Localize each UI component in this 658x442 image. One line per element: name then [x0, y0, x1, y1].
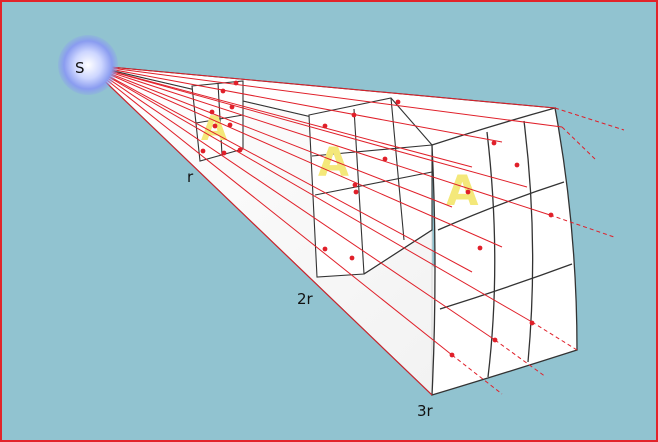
surface-at-3r: A — [431, 107, 578, 396]
light-ray-continuations — [451, 107, 625, 395]
surface-at-r: A — [191, 80, 244, 162]
surface-at-2r: A — [308, 97, 433, 278]
light-source-glow — [58, 35, 118, 95]
distance-label-2r: 2r — [297, 290, 314, 308]
light-source: S — [58, 35, 118, 95]
light-rays — [87, 64, 563, 396]
distance-label-r: r — [187, 168, 194, 186]
ray-intersection-dots — [200, 80, 554, 358]
area-label-2r: A — [318, 140, 349, 186]
distance-label-3r: 3r — [417, 402, 434, 420]
source-label: S — [75, 59, 85, 77]
area-label-r: A — [201, 109, 228, 149]
